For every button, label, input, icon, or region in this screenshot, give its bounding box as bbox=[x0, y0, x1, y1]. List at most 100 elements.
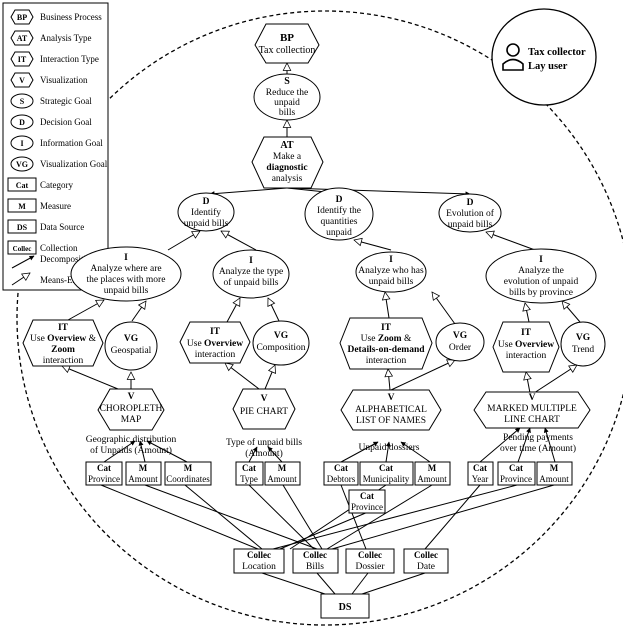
interaction-type-3: IT Use Zoom & Details-on-demand interact… bbox=[339, 317, 433, 370]
i2-line-1: Analyze the type bbox=[219, 267, 283, 277]
attr1-label: Province bbox=[88, 474, 120, 484]
legend: BP Business Process AT Analysis Type IT … bbox=[2, 2, 109, 291]
vg4-label: Trend bbox=[572, 345, 595, 355]
legend-s-label: Strategic Goal bbox=[40, 96, 92, 106]
actor-role-1: Tax collector bbox=[528, 47, 586, 58]
decision-goal-1: D Identify unpaid bills bbox=[177, 192, 235, 232]
legend-i-label: Information Goal bbox=[40, 138, 103, 148]
i4-tag: I bbox=[539, 255, 543, 265]
attr3-label: Coordinates bbox=[166, 474, 210, 484]
v1-caption-2: of Unpaids (Amount) bbox=[90, 445, 172, 456]
v3-tag: V bbox=[388, 393, 395, 403]
i2-tag: I bbox=[249, 256, 253, 266]
legend-vg-tag: VG bbox=[16, 160, 28, 169]
it3-line2: Details-on-demand bbox=[347, 345, 425, 355]
d2-line-2: quantities bbox=[321, 217, 358, 227]
it1-line1a: Use bbox=[30, 334, 47, 344]
information-goal-2: I Analyze the type of unpaid bills bbox=[212, 249, 290, 299]
i3-tag: I bbox=[389, 255, 393, 265]
v2-line-1: PIE CHART bbox=[240, 407, 288, 417]
attr-cat-province-3: Cat Province bbox=[497, 461, 536, 486]
v4-tag: V bbox=[529, 393, 536, 403]
s-tag: S bbox=[284, 76, 290, 87]
v3-line-2: LIST OF NAMES bbox=[356, 416, 426, 426]
s-line-1: Reduce the bbox=[266, 88, 308, 98]
decision-goal-2: D Identify the quantities unpaid bbox=[304, 187, 374, 241]
legend-collec-tag: Collec bbox=[13, 245, 32, 253]
v4-line-1: MARKED MULTIPLE bbox=[487, 404, 577, 414]
at-tag: AT bbox=[280, 140, 293, 151]
it1-tag: IT bbox=[58, 323, 69, 333]
attr9-label: Province bbox=[351, 502, 383, 512]
vg1-tag: VG bbox=[124, 334, 139, 344]
it3-line1c: & bbox=[402, 334, 412, 344]
attr5-label: Amount bbox=[267, 474, 297, 484]
d3-line-2: unpaid bills bbox=[448, 220, 493, 230]
v1-line-2: MAP bbox=[121, 415, 142, 425]
it1-line3: interaction bbox=[43, 356, 84, 366]
user-icon bbox=[502, 43, 524, 71]
legend-cat-label: Category bbox=[40, 180, 73, 190]
attr12-label: Amount bbox=[539, 474, 569, 484]
col2-tag: Collec bbox=[303, 550, 327, 560]
it3-line3: interaction bbox=[366, 356, 407, 366]
i1-line-2: the places with more bbox=[87, 275, 166, 285]
s-line-3: bills bbox=[279, 108, 296, 118]
legend-it-label: Interaction Type bbox=[40, 54, 99, 64]
legend-at-tag: AT bbox=[17, 34, 28, 43]
col3-label: Dossier bbox=[355, 562, 385, 572]
legend-vg-label: Visualization Goal bbox=[40, 159, 108, 169]
i4-line-1: Analyze the bbox=[518, 266, 564, 276]
d2-tag: D bbox=[336, 195, 343, 205]
v4-line-2: LINE CHART bbox=[504, 415, 560, 425]
actor: Tax collector Lay user bbox=[491, 8, 597, 106]
v4-caption-2: over time (Amount) bbox=[500, 443, 576, 454]
collection-date: Collec Date bbox=[403, 548, 449, 574]
v2-caption-1: Type of unpaid bills bbox=[226, 437, 302, 448]
attr11-tag: Cat bbox=[509, 463, 523, 473]
it1-line1c: & bbox=[86, 334, 96, 344]
vg4-tag: VG bbox=[576, 333, 591, 343]
visualization-4: V MARKED MULTIPLE LINE CHART Pending pay… bbox=[473, 391, 591, 454]
attr-cat-province-1: Cat Province bbox=[85, 461, 123, 486]
attr10-label: Year bbox=[472, 474, 489, 484]
svg-text:Use Overview: Use Overview bbox=[498, 340, 554, 350]
v3-line-1: ALPHABETICAL bbox=[355, 405, 427, 415]
means-end-arrow-icon bbox=[11, 273, 30, 286]
attr-m-coordinates: M Coordinates bbox=[164, 461, 212, 486]
attr5-tag: M bbox=[278, 463, 287, 473]
attr-m-amount-1: M Amount bbox=[125, 461, 162, 486]
attr-cat-province-2: Cat Province bbox=[348, 489, 386, 514]
it1-line1b: Overview bbox=[47, 334, 86, 344]
legend-m-label: Measure bbox=[40, 201, 71, 211]
attr2-label: Amount bbox=[128, 474, 158, 484]
it4-line1a: Use bbox=[498, 340, 515, 350]
col2-label: Bills bbox=[306, 562, 324, 572]
d2-line-1: Identify the bbox=[317, 205, 361, 216]
collection-bills: Collec Bills bbox=[292, 548, 339, 574]
visualization-1: V CHOROPLETH MAP Geographic distribution… bbox=[86, 388, 176, 456]
attribute-boxes: Cat Province M Amount M Coordinates Cat … bbox=[85, 461, 573, 514]
information-goal-3: I Analyze who has unpaid bills bbox=[355, 251, 427, 293]
visualization-goal-1: VG Geospatial bbox=[104, 321, 158, 371]
legend-d-tag: D bbox=[19, 118, 25, 127]
it2-line1b: Overview bbox=[204, 339, 243, 349]
d1-tag: D bbox=[203, 197, 210, 207]
visualization-2: V PIE CHART Type of unpaid bills (Amount… bbox=[226, 388, 302, 459]
attr7-tag: Cat bbox=[379, 463, 393, 473]
v1-line-1: CHOROPLETH bbox=[100, 404, 163, 414]
it3-tag: IT bbox=[381, 323, 392, 333]
v3-caption-1: Unpaid dossiers bbox=[359, 443, 420, 453]
it3-line1a: Use bbox=[361, 334, 378, 344]
attr12-tag: M bbox=[550, 463, 559, 473]
decomposition-arrow-icon bbox=[11, 255, 35, 269]
legend-at-label: Analysis Type bbox=[40, 33, 91, 43]
i3-line-2: unpaid bills bbox=[369, 277, 414, 287]
vg2-tag: VG bbox=[274, 331, 289, 341]
connectors bbox=[62, 63, 581, 595]
col1-tag: Collec bbox=[247, 550, 271, 560]
d1-line-2: unpaid bills bbox=[184, 219, 229, 229]
at-line-1: Make a bbox=[273, 152, 302, 162]
legend-ds-tag: DS bbox=[17, 223, 28, 232]
i1-line-3: unpaid bills bbox=[104, 286, 149, 296]
